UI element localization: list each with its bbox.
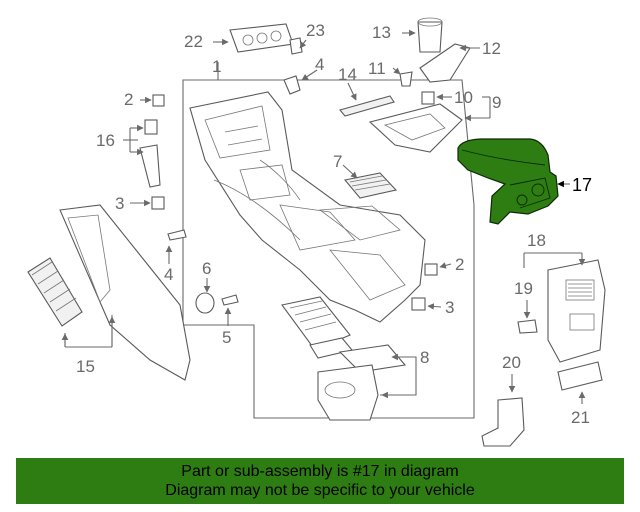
console-mat-7: [343, 172, 398, 199]
callout-4-left: 4: [164, 265, 173, 284]
callout-4-top: 4: [315, 55, 324, 74]
cup-holder-13: [417, 21, 443, 53]
callout-16: 16: [96, 131, 115, 150]
switch-panel-22: [229, 23, 294, 53]
callout-2-right: 2: [455, 255, 464, 274]
bracket-12: [419, 43, 471, 83]
callout-20: 20: [502, 353, 521, 372]
trim-strip-14: [339, 95, 395, 117]
callout-21: 21: [571, 408, 590, 427]
callout-19: 19: [514, 279, 533, 298]
armrest-assembly-17: [457, 138, 559, 225]
air-duct-20: [481, 397, 525, 447]
callout-1: 1: [212, 57, 221, 76]
center-console-body: [189, 91, 426, 323]
callout-13: 13: [372, 23, 391, 42]
callout-14: 14: [338, 65, 357, 84]
side-trim-panel-15: [27, 204, 191, 381]
callout-5: 5: [222, 328, 231, 347]
callout-6: 6: [202, 259, 211, 278]
callout-7: 7: [333, 152, 342, 171]
callout-15: 15: [76, 357, 95, 376]
callout-11: 11: [368, 59, 386, 78]
callout-23: 23: [306, 21, 325, 40]
trim-bezel-21: [557, 361, 603, 391]
banner-line-disclaimer: Diagram may not be specific to your vehi…: [165, 482, 475, 499]
callout-8: 8: [420, 348, 429, 367]
banner-line-part-number: Part or sub-assembly is #17 in diagram: [181, 463, 459, 480]
callout-12: 12: [482, 39, 501, 58]
callout-22: 22: [184, 32, 203, 51]
highlight-note-banner: Part or sub-assembly is #17 in diagram D…: [16, 458, 624, 504]
callout-18: 18: [527, 231, 546, 250]
storage-insert-9: [368, 103, 463, 153]
storage-tray-8: [281, 296, 407, 421]
callout-3-right: 3: [445, 298, 454, 317]
callout-2-left: 2: [124, 90, 133, 109]
callout-9: 9: [492, 93, 501, 112]
callout-10: 10: [454, 88, 473, 107]
rear-vent-panel-18: [517, 259, 606, 363]
exploded-parts-diagram: 22 23 1 4 14 13 12 11 10 9 2 16 3 7 17 4…: [27, 17, 606, 447]
callout-3-left: 3: [115, 194, 124, 213]
callout-17-highlighted: 17: [572, 175, 592, 195]
